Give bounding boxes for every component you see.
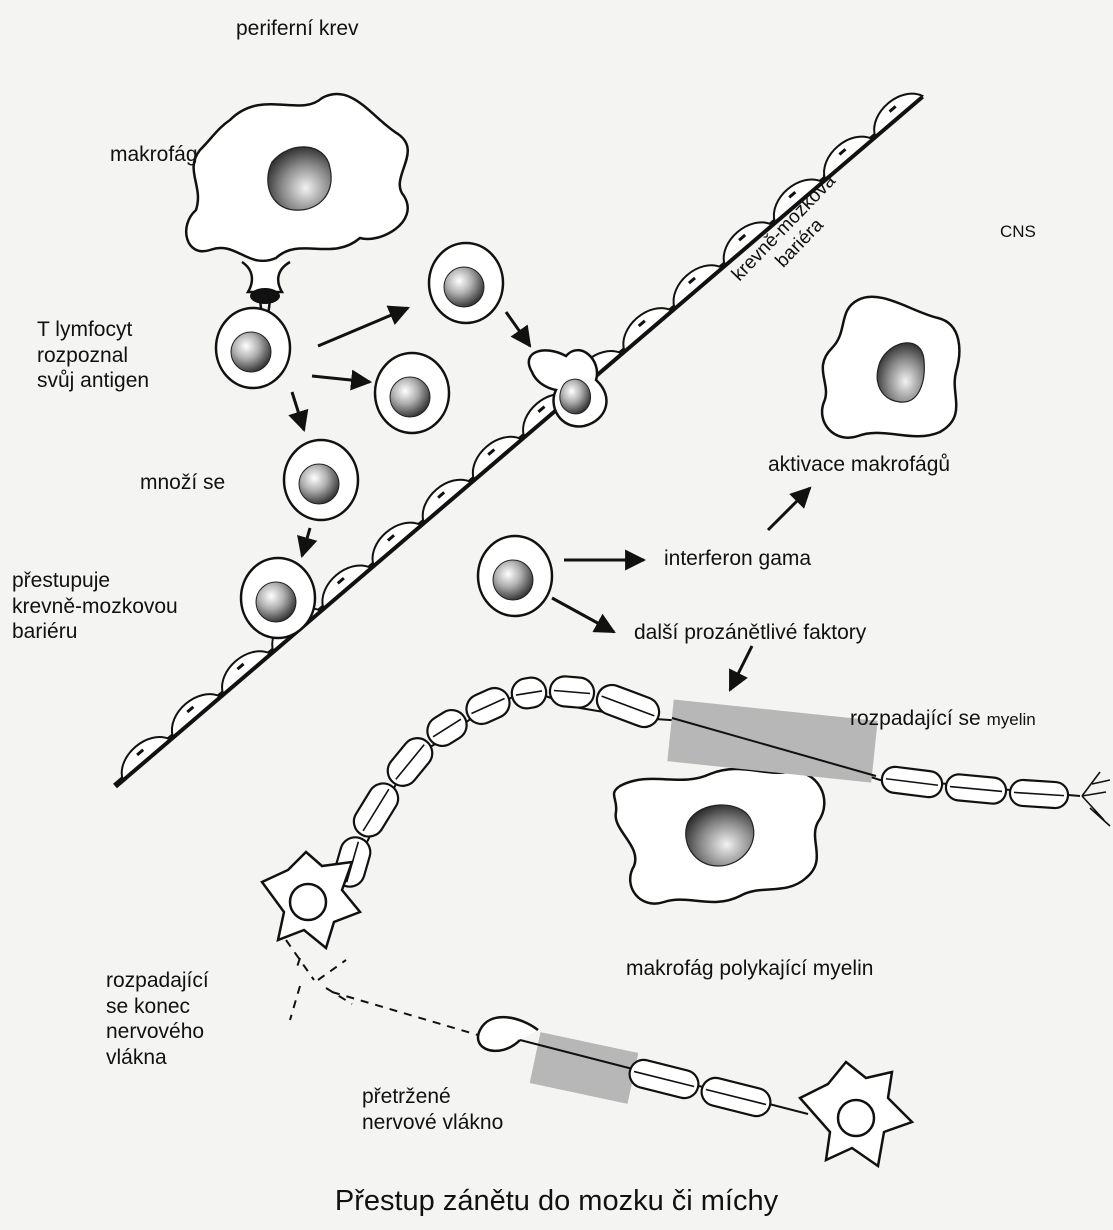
- disintegrating-nerve-end: [286, 940, 488, 1038]
- label-macrophage-eating-myelin: makrofág polykající myelin: [626, 956, 873, 982]
- label-peripheral-blood: periferní krev: [236, 16, 359, 42]
- endothelial-cell: [363, 512, 421, 565]
- label-t-cell: T lymfocyt rozpoznal svůj antigen: [37, 317, 149, 394]
- label-myelin-breakdown-part-2: myelin: [987, 710, 1036, 729]
- endothelial-cell: [313, 555, 371, 608]
- label-nerve-end-line-1: rozpadající: [106, 968, 209, 994]
- label-nerve-end-line-4: vlákna: [106, 1045, 209, 1071]
- endothelial-cell: [664, 255, 722, 308]
- label-broken-fiber: přetržené nervové vlákno: [362, 1084, 503, 1135]
- endothelial-cell: [864, 83, 922, 136]
- t-cell-migrating: [429, 243, 503, 323]
- label-nerve-end-line-2: se konec: [106, 994, 209, 1020]
- endothelial-cell: [413, 469, 471, 522]
- demyelinated-segment-lower: [530, 1032, 639, 1104]
- label-myelin-breakdown-part-1: rozpadající se: [850, 707, 981, 730]
- macrophage-antigen-presenting: [186, 94, 408, 316]
- label-nerve-end-line-3: nervového: [106, 1019, 209, 1045]
- neuron-cell-body-lower: [800, 1062, 912, 1166]
- t-cell-cns: [478, 536, 552, 616]
- label-crosses-barrier: přestupuje krevně-mozkovou bariéru: [12, 568, 178, 645]
- label-macrophage-activation: aktivace makrofágů: [768, 452, 950, 478]
- label-crosses-line-3: bariéru: [12, 619, 178, 645]
- endothelial-cell: [162, 684, 220, 737]
- macrophage-activated: [822, 297, 959, 438]
- label-crosses-line-2: krevně-mozkovou: [12, 594, 178, 620]
- endothelial-cell: [212, 641, 270, 694]
- label-myelin-breakdown: rozpadající se myelin: [850, 706, 1036, 732]
- neuron-cell-body-upper: [262, 852, 360, 948]
- endothelial-cell: [614, 298, 672, 351]
- label-macrophage: makrofág: [110, 142, 198, 168]
- diagram-title: Přestup zánětu do mozku či míchy: [0, 1184, 1113, 1219]
- label-t-cell-line-2: rozpoznal: [37, 343, 149, 369]
- endothelial-cell: [463, 426, 521, 479]
- broken-nerve-fiber: [478, 1017, 808, 1119]
- t-cell-clone: [375, 353, 449, 433]
- label-broken-fiber-line-1: přetržené: [362, 1084, 503, 1110]
- label-crosses-line-1: přestupuje: [12, 568, 178, 594]
- macrophage-phagocytosing-myelin: [614, 769, 824, 904]
- label-nerve-end: rozpadající se konec nervového vlákna: [106, 968, 209, 1070]
- endothelial-cell: [112, 727, 170, 780]
- myelin-sheaths-lower: [627, 1057, 774, 1119]
- label-other-factors: další prozánětlivé faktory: [634, 620, 866, 646]
- label-interferon-gamma: interferon gama: [664, 546, 811, 572]
- t-cell-at-barrier: [241, 558, 315, 638]
- label-t-cell-line-3: svůj antigen: [37, 368, 149, 394]
- axon-terminal: [1082, 772, 1110, 826]
- mhc-antigen-complex: [250, 288, 280, 304]
- t-cell-activated: [216, 308, 290, 388]
- demyelinated-segment: [667, 700, 877, 783]
- label-t-cell-line-1: T lymfocyt: [37, 317, 149, 343]
- label-broken-fiber-line-2: nervové vlákno: [362, 1110, 503, 1136]
- t-cell-proliferating: [284, 440, 358, 520]
- label-proliferates: množí se: [140, 470, 225, 496]
- label-cns: CNS: [1000, 222, 1036, 243]
